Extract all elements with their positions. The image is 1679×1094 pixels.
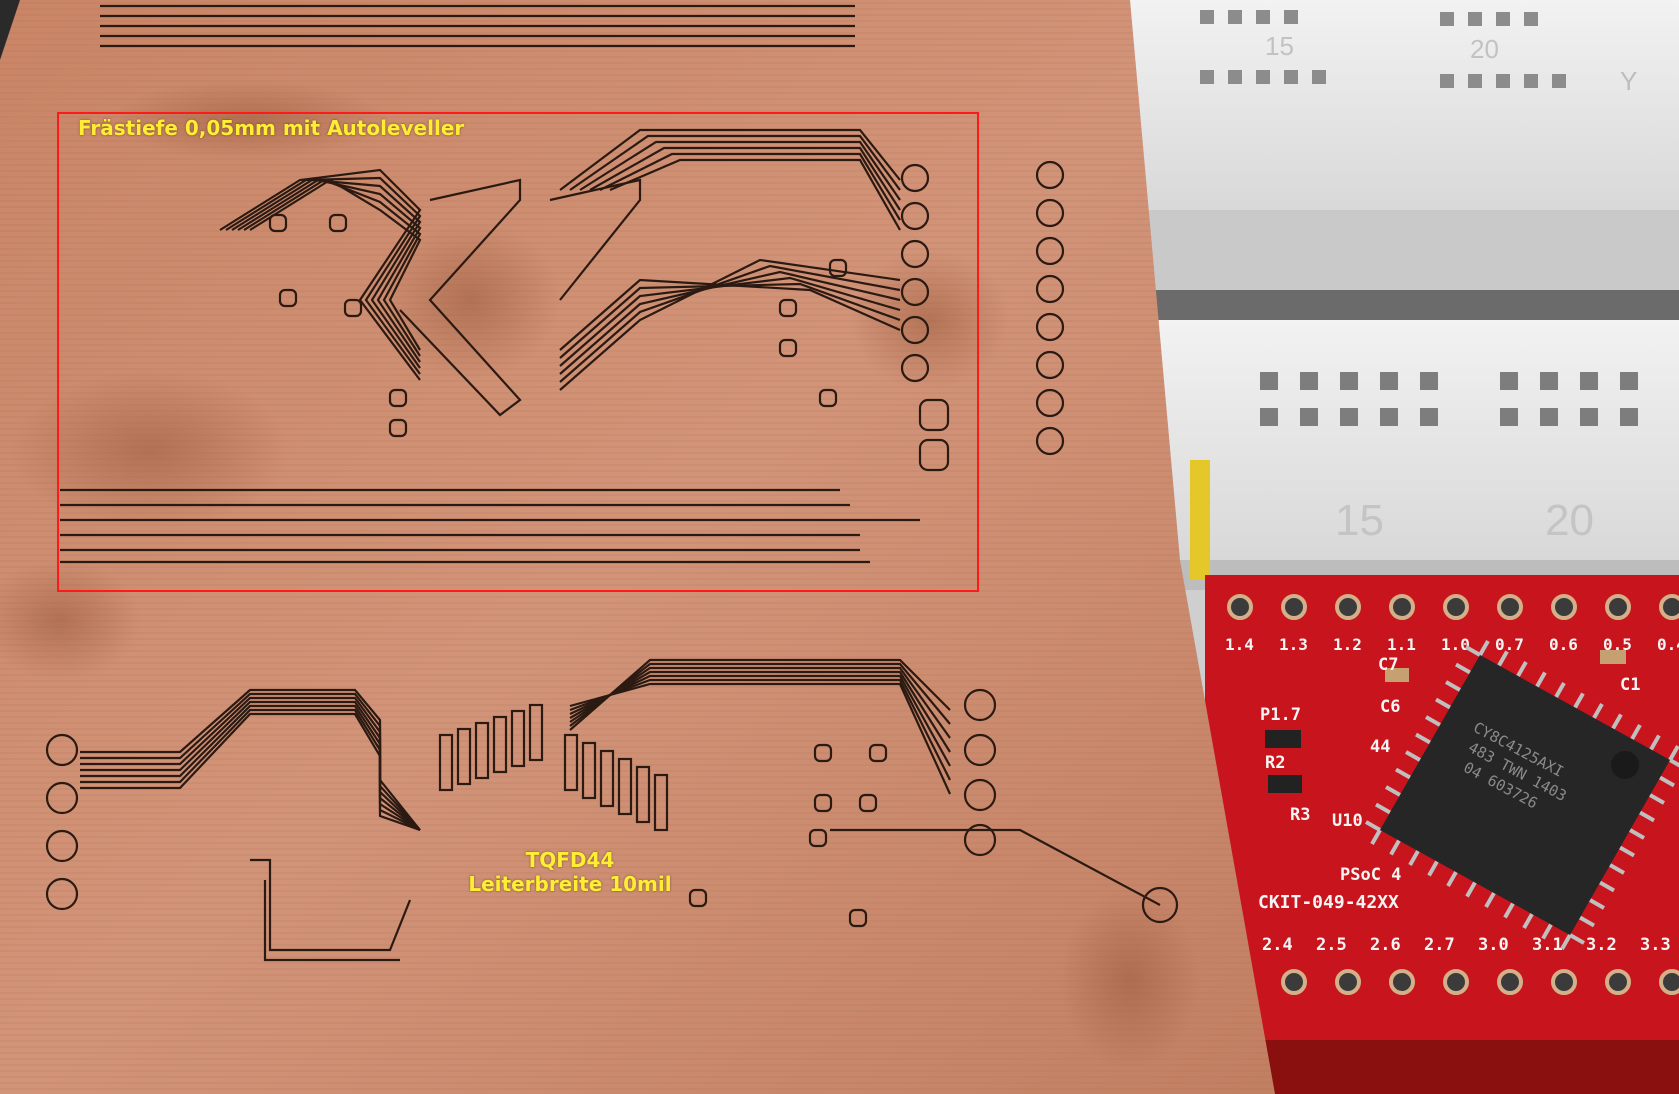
breadboard-number-20-bottom: 20	[1545, 496, 1594, 545]
pin-label-top: 0.7	[1495, 635, 1524, 654]
breadboard-row-letter: Y	[1620, 66, 1637, 96]
pin-label-bottom: 3.3	[1640, 935, 1671, 955]
package-annotation: TQFD44 Leiterbreite 10mil	[420, 848, 720, 896]
svg-text:C7: C7	[1378, 655, 1398, 675]
svg-text:PSoC 4: PSoC 4	[1340, 865, 1401, 885]
pin-label-top: 1.2	[1333, 635, 1362, 654]
pin-label-bottom: 2.4	[1262, 935, 1293, 955]
svg-text:C1: C1	[1620, 675, 1640, 695]
pin-label-top: 0.5	[1603, 635, 1632, 654]
trace-width-label: Leiterbreite 10mil	[468, 872, 672, 896]
pin-label-bottom: 3.0	[1478, 935, 1509, 955]
package-label: TQFD44	[525, 848, 615, 872]
svg-text:U10: U10	[1332, 811, 1363, 831]
pin-label-bottom: 3.2	[1586, 935, 1617, 955]
pin-label-top: 1.3	[1279, 635, 1308, 654]
pin-label-top: 1.0	[1441, 635, 1470, 654]
pin-label-top: 0.4	[1657, 635, 1679, 654]
psoc-devboard: 1.41.31.21.11.00.70.60.50.40.3 2.42.52.6…	[1205, 575, 1679, 1094]
svg-text:R2: R2	[1265, 753, 1285, 773]
svg-text:CKIT-049-42XX: CKIT-049-42XX	[1258, 892, 1399, 913]
milling-depth-annotation: Frästiefe 0,05mm mit Autoleveller	[78, 116, 465, 140]
svg-text:P1.7: P1.7	[1260, 705, 1301, 725]
svg-text:R3: R3	[1290, 805, 1310, 825]
pin-label-bottom: 2.5	[1316, 935, 1347, 955]
svg-text:C6: C6	[1380, 697, 1400, 717]
svg-text:44: 44	[1370, 737, 1390, 757]
breadboard-number-15-top: 15	[1265, 31, 1294, 61]
pin-label-bottom: 2.7	[1424, 935, 1455, 955]
pin-label-bottom: 2.6	[1370, 935, 1401, 955]
breadboard-number-15-bottom: 15	[1335, 496, 1384, 545]
pin-label-top: 1.4	[1225, 635, 1254, 654]
pin-label-top: 0.6	[1549, 635, 1578, 654]
breadboard-number-20-top: 20	[1470, 34, 1499, 64]
pin-label-top: 1.1	[1387, 635, 1416, 654]
pin-label-bottom: 3.1	[1532, 935, 1563, 955]
